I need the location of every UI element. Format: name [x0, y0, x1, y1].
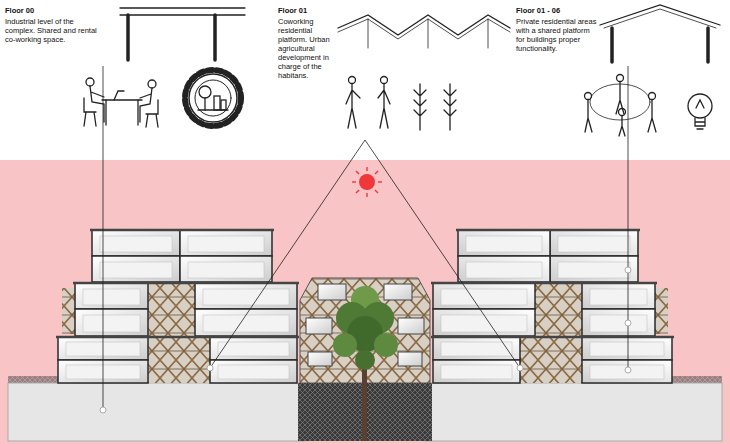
floor-heading: Floor 01 — [278, 6, 338, 15]
floor-heading: Floor 01 - 06 — [516, 6, 606, 15]
floor-description: Industrial level of the complex. Shared … — [5, 17, 100, 44]
floor-heading: Floor 00 — [5, 6, 100, 15]
floor-description: Private residential areas with a shared … — [516, 17, 598, 53]
floor-description: Coworking residential platform. Urban ag… — [278, 17, 336, 80]
